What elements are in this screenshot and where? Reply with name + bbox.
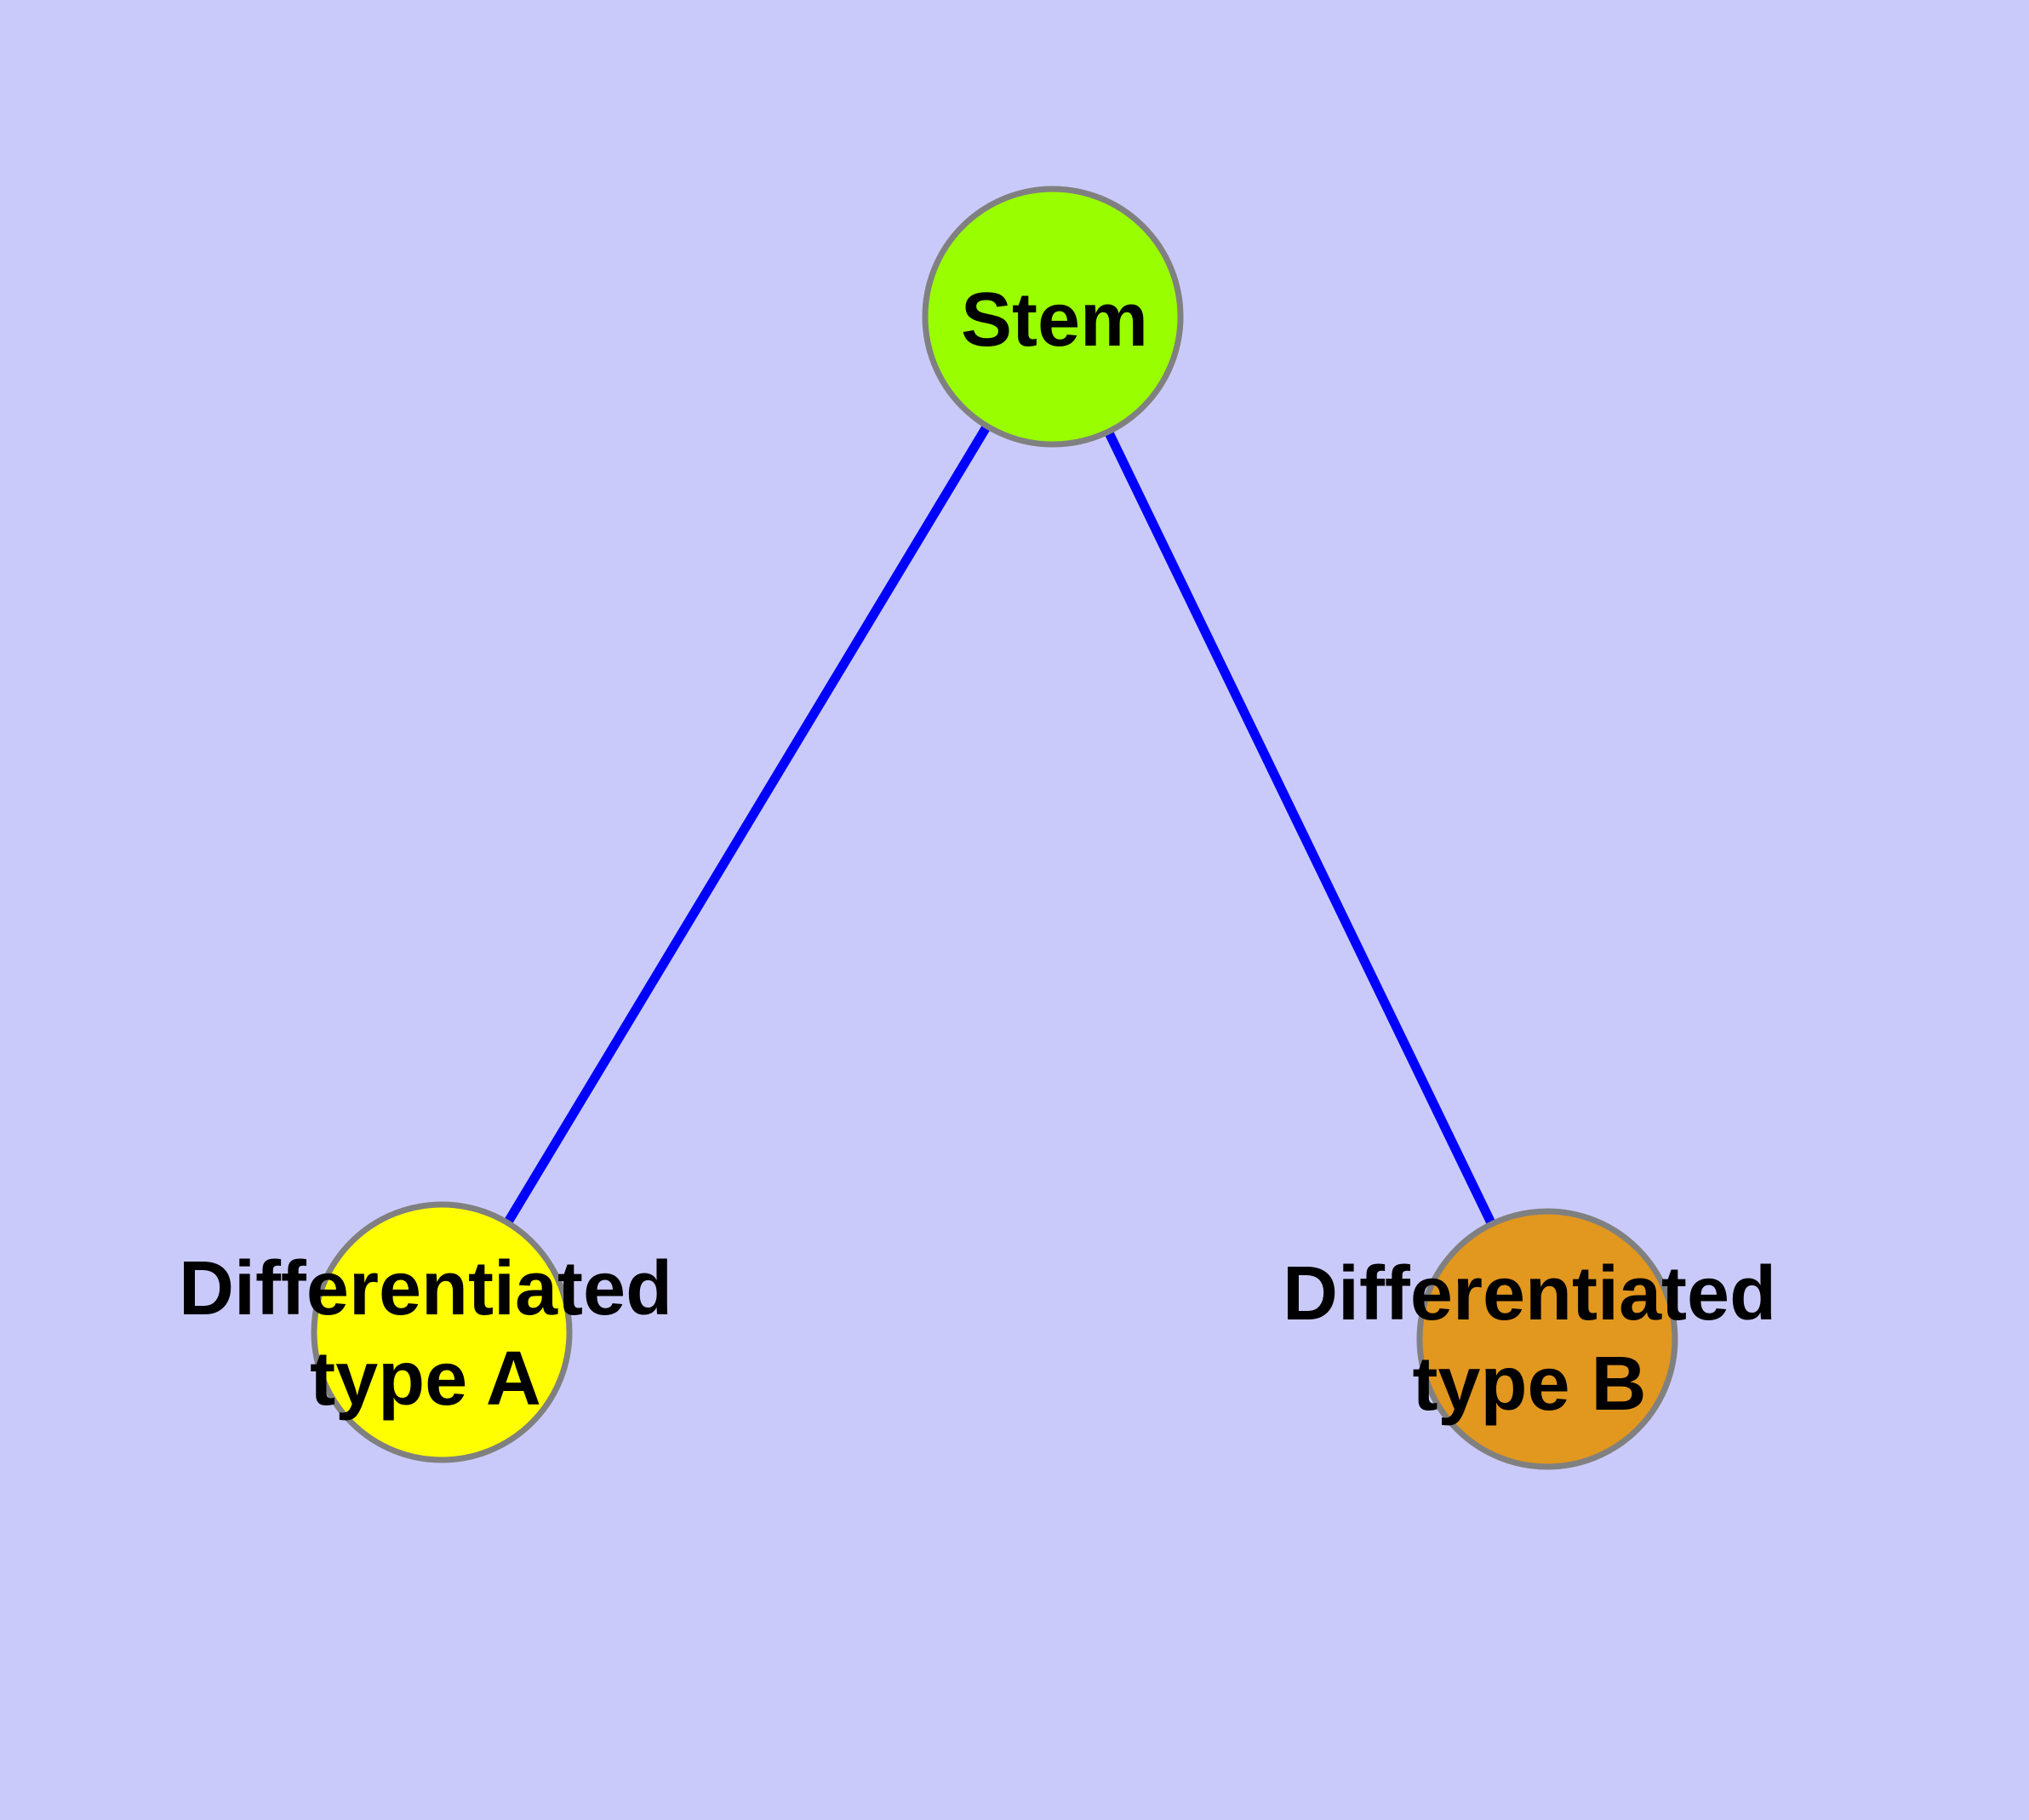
node-stem-label: Stem <box>961 275 1148 365</box>
node-type-a-circle <box>311 1201 573 1463</box>
edge-stem-to-type-b <box>1048 312 1552 1344</box>
node-type-a-label-line1: Differentiated <box>178 1246 673 1331</box>
node-type-b-label-line2: type B <box>1412 1342 1647 1427</box>
node-type-a-label-line2: type A <box>310 1336 541 1422</box>
node-type-b-label: Differentiated type B <box>1283 1249 1776 1429</box>
node-type-b-circle <box>1416 1208 1678 1470</box>
node-type-b-label-line1: Differentiated <box>1282 1251 1777 1336</box>
node-stem-label-text: Stem <box>960 278 1149 363</box>
edge-stem-to-type-a <box>437 312 1058 1337</box>
node-type-a-label: Differentiated type A <box>179 1244 672 1424</box>
node-stem-circle <box>922 186 1184 448</box>
